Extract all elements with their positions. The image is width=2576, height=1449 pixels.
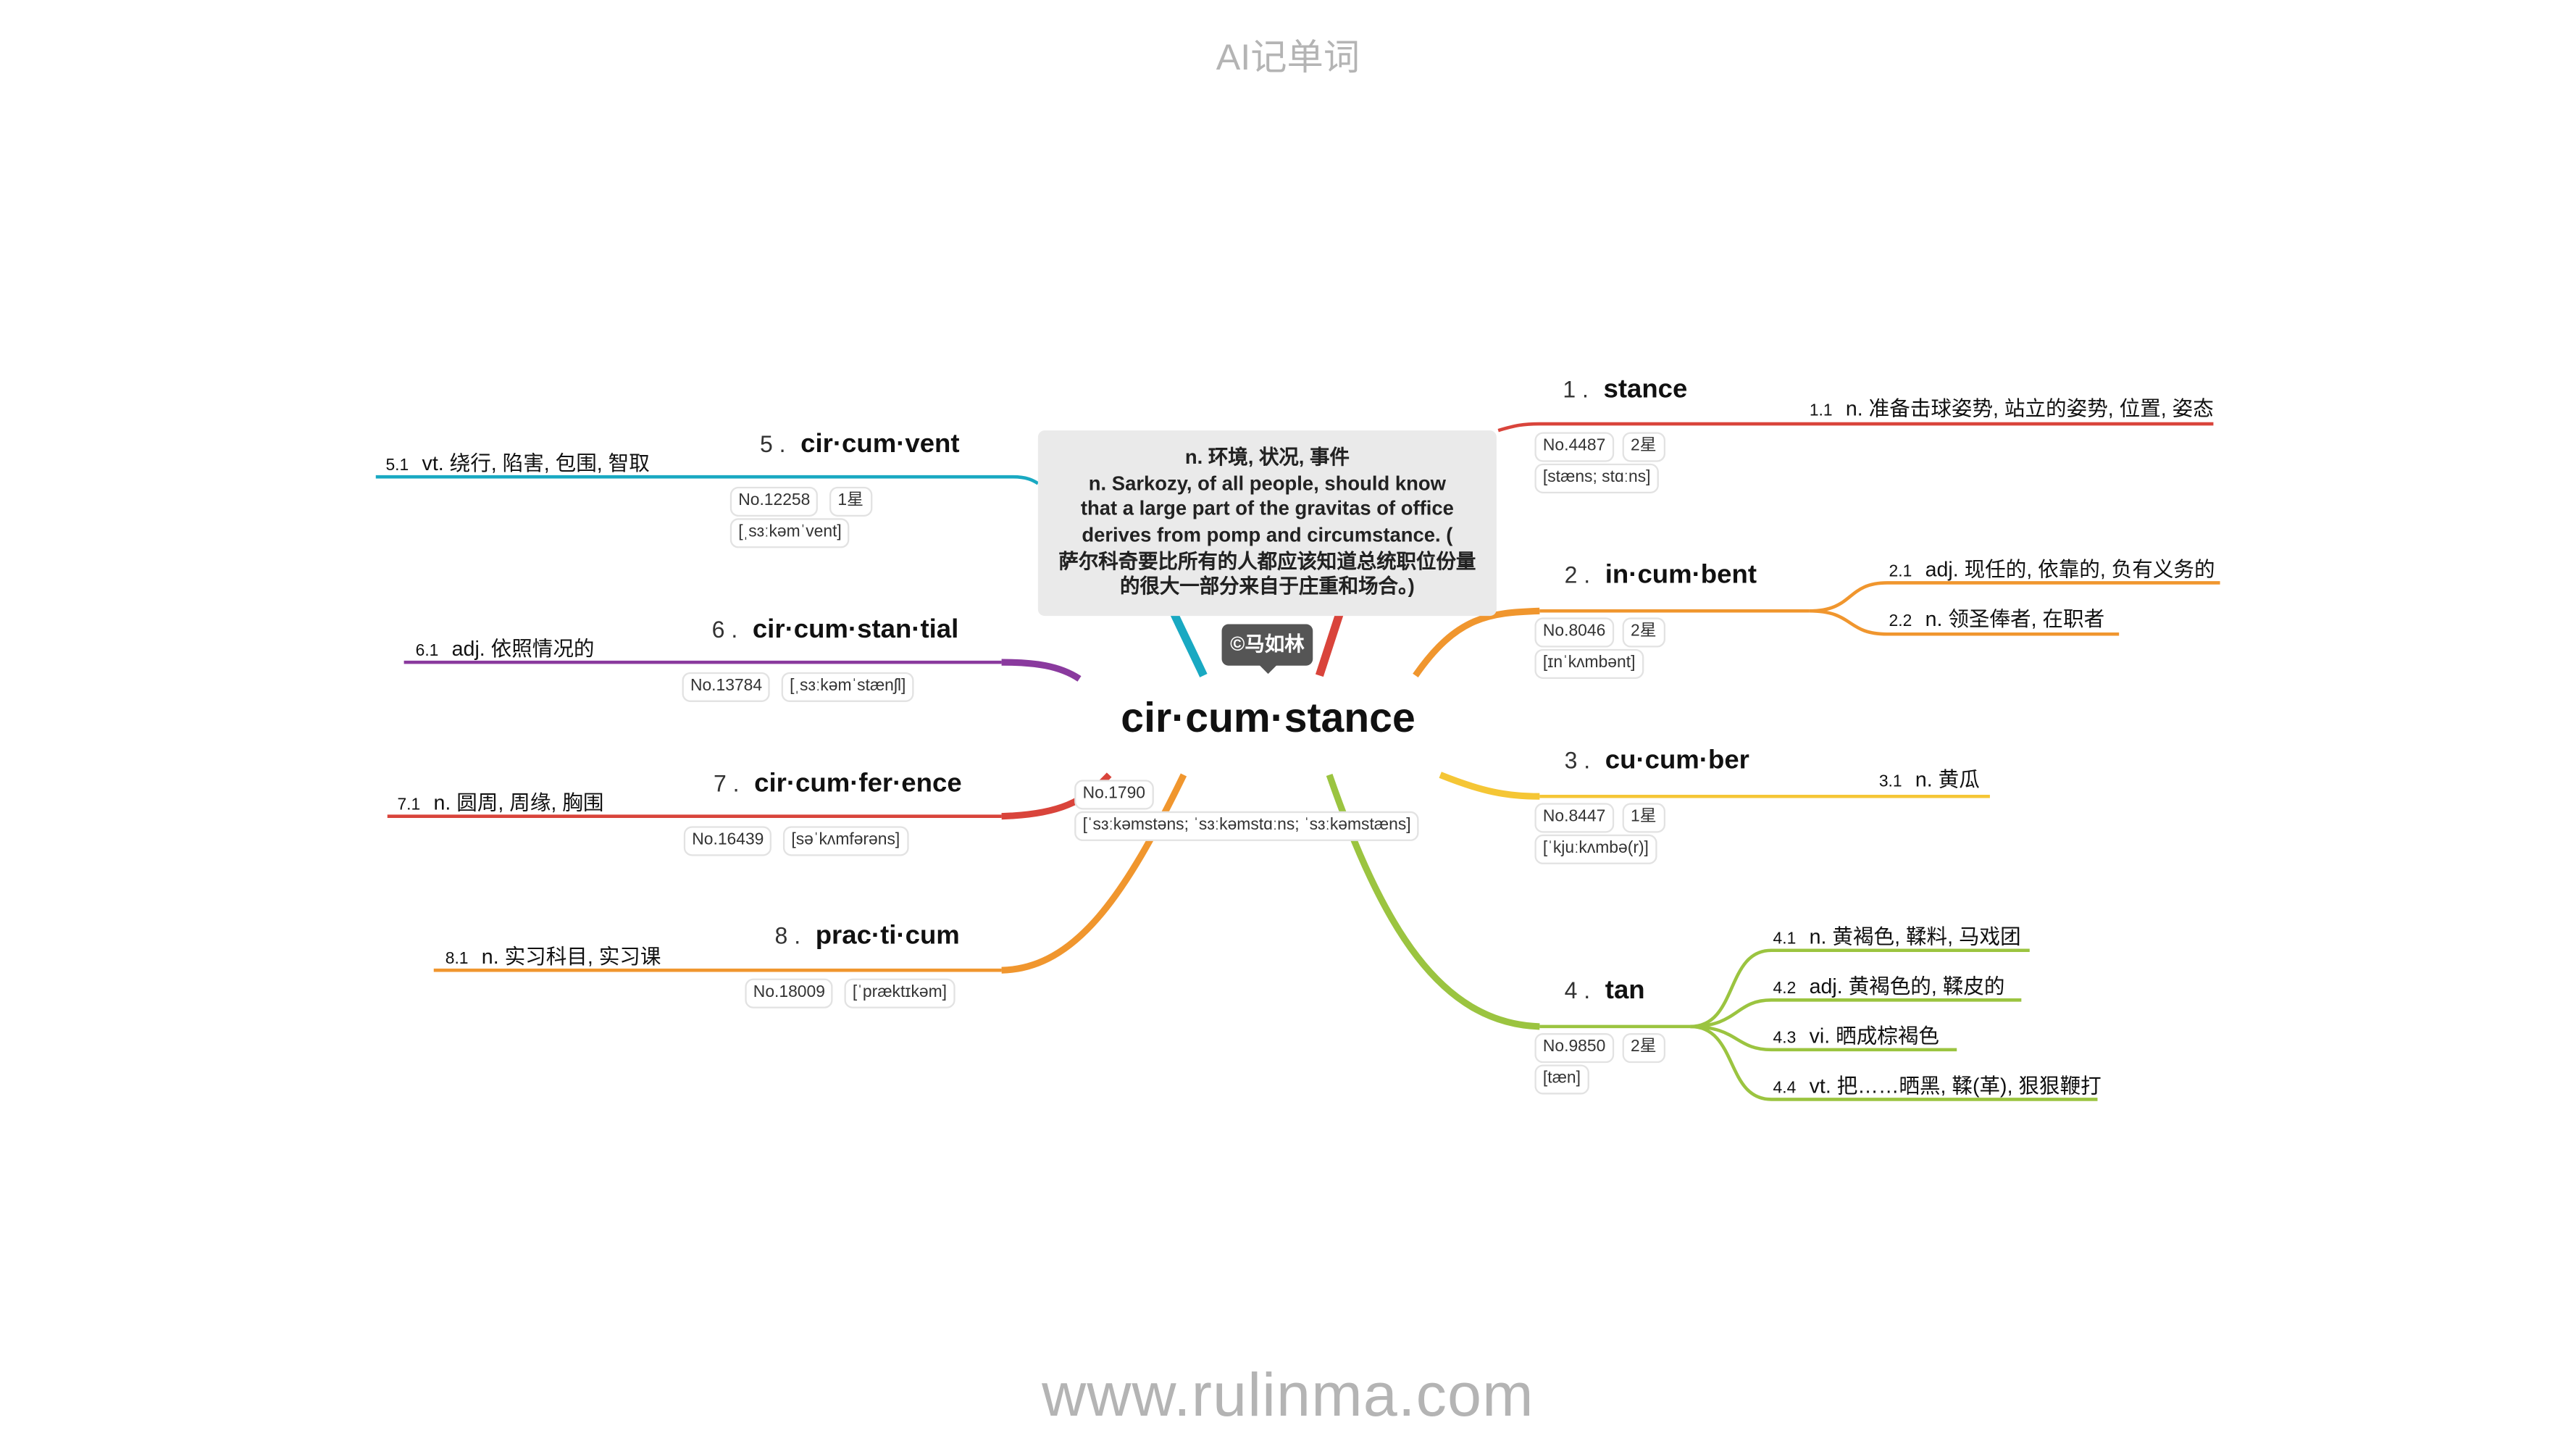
star-rating: 2星: [1622, 432, 1665, 462]
word-phonetic: [ˈpræktɪkəm]: [844, 978, 955, 1009]
central-word-number: No.1790: [1074, 780, 1154, 810]
branch-index: 4 .: [1564, 977, 1591, 1003]
word-number: No.16439: [683, 826, 772, 856]
branch-circumvent[interactable]: 5 . cir·cum·vent: [760, 430, 960, 460]
definition-line: n. Sarkozy, of all people, should know: [1088, 471, 1446, 495]
branch-practicum[interactable]: 8 . prac·ti·cum: [775, 922, 960, 952]
definition-line: derives from pomp and circumstance. (: [1082, 523, 1453, 547]
credit-tag-pointer: [1258, 664, 1279, 675]
branch-cucumber[interactable]: 3 . cu·cum·ber: [1565, 747, 1749, 777]
word-phonetic: [ˈkjuːkʌmbə(r)]: [1534, 834, 1657, 864]
branch-index: 5 .: [759, 430, 786, 457]
word-number: No.18009: [745, 978, 834, 1009]
central-word-phonetic: [ˈsɜːkəmstəns; ˈsɜːkəmstɑːns; ˈsɜːkəmstæ…: [1074, 811, 1420, 841]
branch-index: 1 .: [1563, 375, 1589, 403]
star-rating: 2星: [1622, 617, 1665, 648]
branch-word: tan: [1605, 977, 1645, 1006]
word-number: No.12258: [729, 486, 819, 517]
branch-circumstantial[interactable]: 6 . cir·cum·stan·tial: [712, 616, 959, 646]
word-phonetic: [ˌsɜːkəmˈstænʃl]: [781, 672, 914, 702]
trunk-circumstantial: [1001, 659, 1082, 682]
word-phonetic: [ɪnˈkʌmbənt]: [1534, 648, 1644, 679]
word-number: No.8046: [1534, 617, 1614, 648]
branch-index: 2 .: [1564, 561, 1591, 588]
credit-tag: ©马如林: [1221, 624, 1313, 666]
header-title: AI记单词: [1216, 36, 1360, 78]
branch-word: cu·cum·ber: [1605, 746, 1749, 775]
trunk-circumvent: [1168, 607, 1208, 677]
footer-website: www.rulinma.com: [1042, 1361, 1534, 1429]
branch-word: prac·ti·cum: [815, 922, 960, 951]
star-rating: 1星: [829, 486, 872, 517]
word-phonetic: [stæns; stɑːns]: [1534, 463, 1659, 494]
branch-tan[interactable]: 4 . tan: [1565, 977, 1645, 1006]
word-phonetic: [səˈkʌmfərəns]: [782, 826, 908, 856]
branch-word: cir·cum·stan·tial: [752, 616, 959, 644]
star-rating: 1星: [1622, 803, 1665, 833]
branch-index: 3 .: [1564, 746, 1591, 774]
word-number: No.13784: [682, 672, 771, 702]
branch-word: stance: [1603, 375, 1688, 404]
word-number: No.4487: [1534, 432, 1614, 462]
word-phonetic: [tæn]: [1534, 1064, 1589, 1095]
branch-word: cir·cum·fer·ence: [754, 769, 962, 798]
word-number: No.8447: [1534, 803, 1614, 833]
central-word[interactable]: cir·cum·stance: [1121, 695, 1415, 742]
trunk-incumbent: [1413, 607, 1540, 678]
word-phonetic: [ˌsɜːkəmˈvent]: [729, 518, 850, 548]
word-number: No.9850: [1534, 1033, 1614, 1064]
branch-incumbent[interactable]: 2 . in·cum·bent: [1565, 561, 1757, 591]
branch-stance[interactable]: 1 . stance: [1563, 376, 1687, 406]
central-definition-box: n. 环境, 状况, 事件 n. Sarkozy, of all people,…: [1037, 430, 1497, 617]
definition-line: n. 环境, 状况, 事件: [1184, 446, 1350, 469]
trunk-cucumber: [1439, 772, 1540, 800]
branch-index: 7 .: [713, 769, 740, 797]
star-rating: 2星: [1622, 1033, 1665, 1064]
branch-circumference[interactable]: 7 . cir·cum·fer·ence: [714, 770, 962, 800]
definition-line: 萨尔科奇要比所有的人都应该知道总统职位份量: [1058, 548, 1476, 572]
branch-index: 8 .: [774, 922, 801, 949]
definition-line: 的很大一部分来自于庄重和场合。): [1120, 575, 1415, 598]
branch-word: cir·cum·vent: [800, 430, 960, 459]
branch-index: 6 .: [711, 616, 738, 643]
branch-word: in·cum·bent: [1605, 561, 1757, 590]
definition-line: that a large part of the gravitas of off…: [1080, 497, 1454, 521]
